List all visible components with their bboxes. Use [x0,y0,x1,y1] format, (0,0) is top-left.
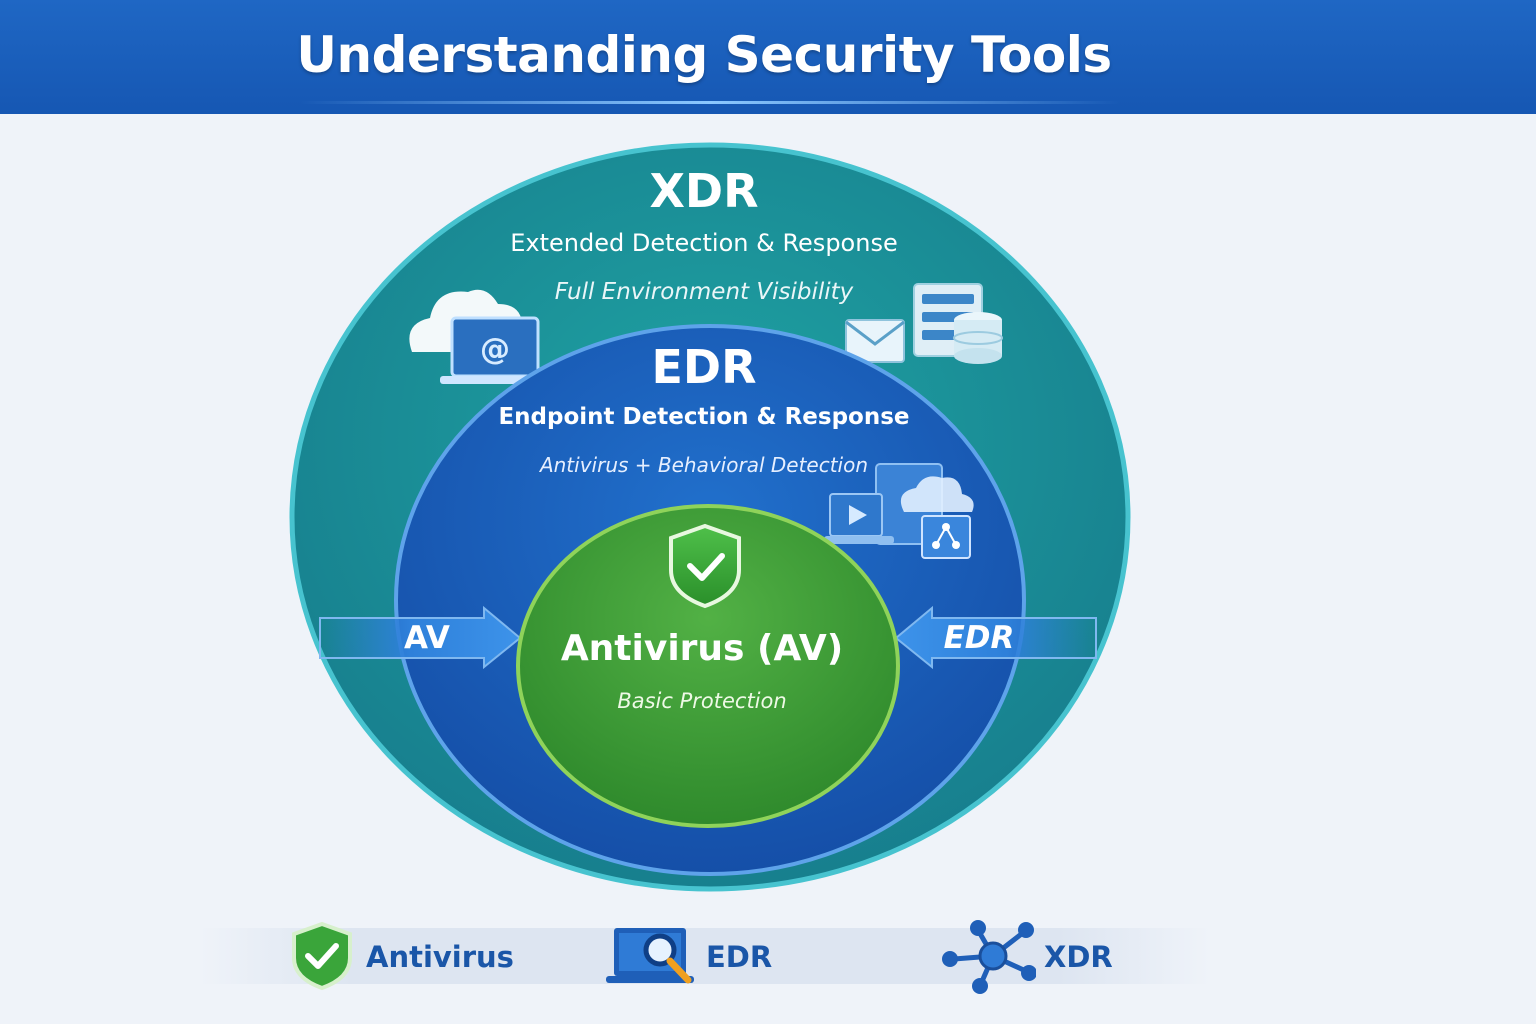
legend-item-xdr: XDR [938,920,1138,994]
av-arrow [319,605,522,670]
edr-arrow-label: EDR [943,620,1015,656]
legend-label-edr: EDR [706,940,773,974]
xdr-description: Full Environment Visibility [554,279,854,305]
network-nodes-icon [942,920,1036,994]
shield-check-icon [669,523,741,609]
endpoint-devices-icon [824,463,974,559]
av-arrow-label: AV [404,620,450,656]
svg-text:@: @ [480,332,510,367]
xdr-subtitle: Extended Detection & Response [510,229,898,257]
av-title: Antivirus (AV) [560,628,844,669]
laptop-search-icon [606,928,694,984]
mail-server-database-icon [845,283,1003,364]
av-core [516,504,900,828]
legend-item-antivirus: Antivirus [288,920,528,992]
header-banner: Understanding Security Tools [0,0,1536,114]
legend-item-edr: EDR [604,920,804,992]
xdr-title: XDR [649,164,759,218]
edr-subtitle: Endpoint Detection & Response [498,404,910,430]
page-title: Understanding Security Tools [296,26,1112,84]
edr-arrow [894,605,1097,670]
edr-description: Antivirus + Behavioral Detection [539,453,869,477]
edr-title: EDR [651,340,757,394]
legend-label-xdr: XDR [1044,940,1113,974]
header-divider [300,101,1120,104]
legend-bar [200,928,1210,984]
shield-check-icon [292,921,352,991]
cloud-laptop-icon: @ [409,289,550,384]
legend-label-antivirus: Antivirus [366,940,514,974]
av-description: Basic Protection [617,689,787,713]
